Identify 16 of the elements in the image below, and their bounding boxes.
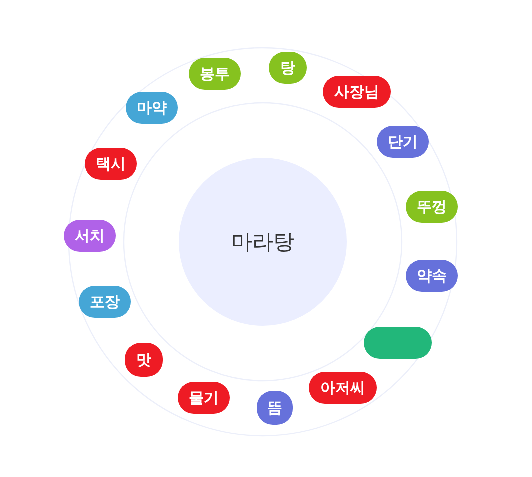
keyword-tag: 뜸 bbox=[257, 391, 293, 425]
topic-circle: 마라탕 bbox=[179, 158, 347, 326]
keyword-tag: 단기 bbox=[377, 126, 429, 158]
keyword-tag: 포장 bbox=[79, 286, 131, 318]
keyword-tag: 서치 bbox=[64, 220, 116, 252]
keyword-tag bbox=[364, 327, 432, 359]
keyword-tag: 약속 bbox=[406, 260, 458, 292]
keyword-tag: 탕 bbox=[269, 52, 307, 84]
keyword-tag: 물기 bbox=[178, 382, 230, 414]
keyword-tag: 마약 bbox=[126, 92, 178, 124]
keyword-tag: 택시 bbox=[85, 148, 137, 180]
keyword-tag: 아저씨 bbox=[309, 372, 377, 404]
keyword-tag: 맛 bbox=[125, 343, 163, 377]
keyword-tag: 사장님 bbox=[323, 76, 391, 108]
keyword-tag: 봉투 bbox=[189, 58, 241, 90]
keyword-tag: 뚜껑 bbox=[406, 191, 458, 223]
